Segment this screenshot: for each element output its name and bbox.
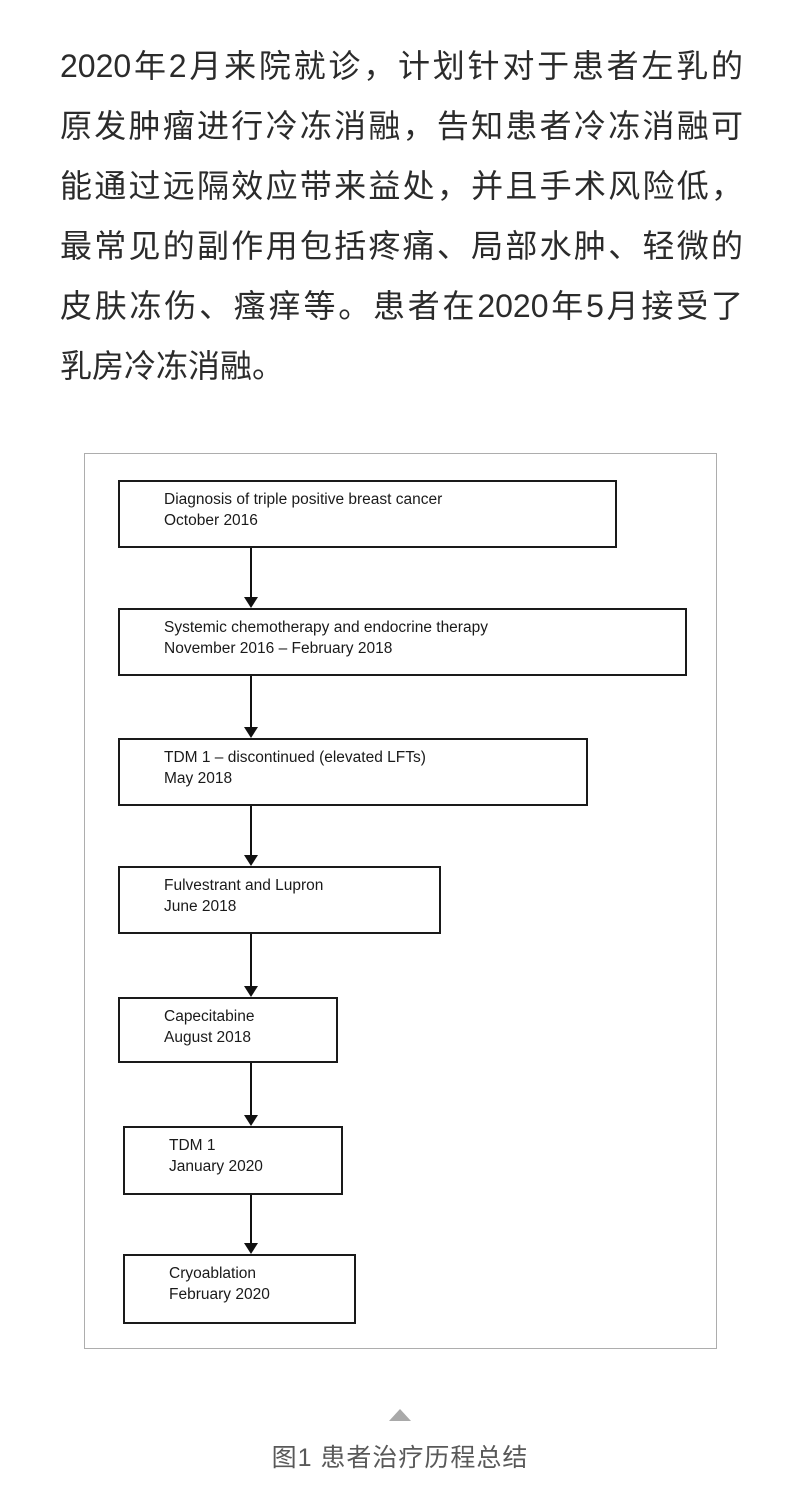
down-arrow-icon — [244, 548, 258, 608]
flow-step-tdm1: TDM 1 January 2020 — [123, 1126, 343, 1195]
flow-step-title: Diagnosis of triple positive breast canc… — [164, 491, 443, 508]
flow-step-chemotherapy: Systemic chemotherapy and endocrine ther… — [118, 608, 687, 676]
flow-step-title: Cryoablation — [169, 1265, 257, 1282]
flow-step-date: November 2016 – February 2018 — [164, 640, 393, 657]
collapse-triangle-icon[interactable] — [389, 1409, 411, 1421]
paragraph-line: 能通过远隔效应带来益处，并且手术风险低， — [60, 168, 743, 204]
flow-step-date: January 2020 — [169, 1158, 263, 1175]
flow-step-title: Capecitabine — [164, 1008, 255, 1025]
flow-step-title: TDM 1 — [169, 1137, 216, 1154]
flow-step-date: October 2016 — [164, 512, 258, 529]
flow-step-date: August 2018 — [164, 1029, 252, 1046]
paragraph-line: 原发肿瘤进行冷冻消融，告知患者冷冻消融可 — [60, 108, 743, 144]
flow-step-date: May 2018 — [164, 770, 233, 787]
flow-step-date: June 2018 — [164, 898, 237, 915]
treatment-timeline-figure: Diagnosis of triple positive breast canc… — [84, 453, 717, 1349]
flow-step-title: Fulvestrant and Lupron — [164, 877, 324, 894]
flow-step-diagnosis: Diagnosis of triple positive breast canc… — [118, 480, 617, 548]
paragraph-line: 2020年2月来院就诊，计划针对于患者左乳的 — [60, 48, 743, 84]
flow-step-date: February 2020 — [169, 1286, 270, 1303]
flow-step-tdm1-discontinued: TDM 1 – discontinued (elevated LFTs) May… — [118, 738, 588, 806]
flow-step-fulvestrant-lupron: Fulvestrant and Lupron June 2018 — [118, 866, 441, 934]
case-description-paragraph: 2020年2月来院就诊，计划针对于患者左乳的 原发肿瘤进行冷冻消融，告知患者冷冻… — [60, 36, 743, 396]
down-arrow-icon — [244, 806, 258, 866]
flow-step-title: TDM 1 – discontinued (elevated LFTs) — [164, 749, 426, 766]
paragraph-line: 乳房冷冻消融。 — [60, 348, 285, 384]
flow-step-cryoablation: Cryoablation February 2020 — [123, 1254, 356, 1324]
figure-caption: 图1 患者治疗历程总结 — [271, 1444, 529, 1472]
down-arrow-icon — [244, 934, 258, 997]
paragraph-line: 皮肤冻伤、瘙痒等。患者在2020年5月接受了 — [60, 288, 743, 324]
flow-step-title: Systemic chemotherapy and endocrine ther… — [164, 619, 488, 636]
down-arrow-icon — [244, 1063, 258, 1126]
down-arrow-icon — [244, 1195, 258, 1254]
flow-step-capecitabine: Capecitabine August 2018 — [118, 997, 338, 1063]
paragraph-line: 最常见的副作用包括疼痛、局部水肿、轻微的 — [60, 228, 743, 264]
down-arrow-icon — [244, 676, 258, 738]
